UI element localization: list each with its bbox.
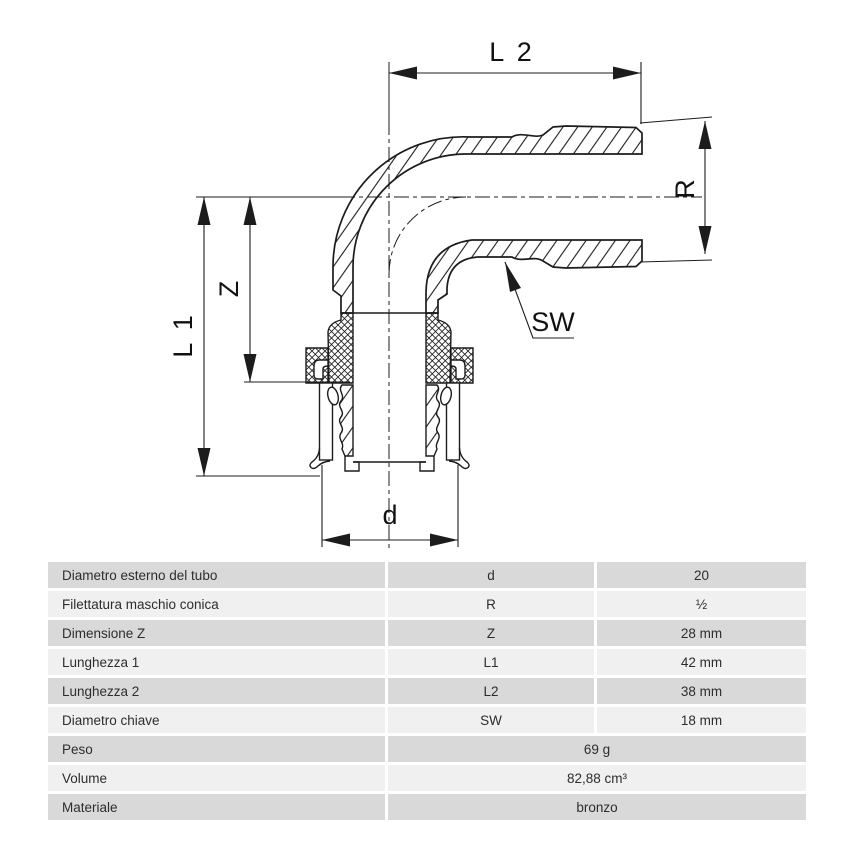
spec-value: 20 [597,562,806,588]
inspection-window-left [326,386,340,406]
ribbed-tube-left [338,384,354,457]
spec-label: Dimensione Z [48,620,385,646]
table-row: Diametro chiave SW 18 mm [48,707,806,733]
spec-label: Diametro chiave [48,707,385,733]
ribbed-tube-right [425,384,441,457]
elbow-outer-wall [332,125,643,314]
sleeve-shell-left [318,382,334,461]
table-row: Volume 82,88 cm³ [48,765,806,791]
dimension-z: Z [214,197,350,383]
spec-symbol: L1 [388,649,594,675]
dimension-l2-label: L 2 [489,37,535,67]
centerlines [196,62,702,548]
spec-value: 28 mm [597,620,806,646]
spec-label: Lunghezza 2 [48,678,385,704]
spec-label: Filettatura maschio conica [48,591,385,617]
spec-value: bronzo [388,794,806,820]
grip-collar-left [327,312,354,384]
grip-collar-right [425,312,452,384]
inspection-window-right [439,386,453,406]
spec-symbol: d [388,562,594,588]
dimension-r: R [639,116,713,263]
spec-value: 38 mm [597,678,806,704]
table-row: Diametro esterno del tubo d 20 [48,562,806,588]
table-row: Lunghezza 2 L2 38 mm [48,678,806,704]
dimension-l2: L 2 [389,37,642,124]
dimension-sw: SW [504,261,575,339]
table-row: Dimensione Z Z 28 mm [48,620,806,646]
spec-symbol: L2 [388,678,594,704]
spec-label: Volume [48,765,385,791]
spec-symbol: R [388,591,594,617]
dimension-l1-label: L 1 [168,312,198,358]
table-row: Peso 69 g [48,736,806,762]
dimension-d: d [321,465,459,547]
tube-end-left [344,456,360,472]
sleeve-shell-right [445,382,461,461]
elbow-inner-wall [425,239,643,314]
dimension-z-label: Z [214,281,244,298]
dimension-l1: L 1 [168,197,320,477]
dimension-d-label: d [382,500,397,530]
spec-label: Peso [48,736,385,762]
sleeve-flare-right [448,447,470,470]
spec-label: Diametro esterno del tubo [48,562,385,588]
sleeve-hook-left [313,359,329,380]
spec-symbol: Z [388,620,594,646]
dimensions: L 2 R Z [168,37,713,547]
spec-table: Diametro esterno del tubo d 20 Filettatu… [48,562,806,823]
sleeve-hook-right [450,359,466,380]
sleeve-flare-left [309,447,331,470]
spec-symbol: SW [388,707,594,733]
spec-value: 42 mm [597,649,806,675]
table-row: Lunghezza 1 L1 42 mm [48,649,806,675]
spec-label: Lunghezza 1 [48,649,385,675]
spec-value: 82,88 cm³ [388,765,806,791]
spec-value: ½ [597,591,806,617]
table-row: Materiale bronzo [48,794,806,820]
elbow-body [332,125,643,314]
dimension-r-label: R [670,179,700,199]
dimension-sw-label: SW [531,307,575,337]
fitting-diagram: L 2 R Z [168,37,713,548]
spec-value: 18 mm [597,707,806,733]
tube-end-right [419,456,435,472]
table-row: Filettatura maschio conica R ½ [48,591,806,617]
spec-label: Materiale [48,794,385,820]
press-connection [305,312,474,472]
spec-value: 69 g [388,736,806,762]
